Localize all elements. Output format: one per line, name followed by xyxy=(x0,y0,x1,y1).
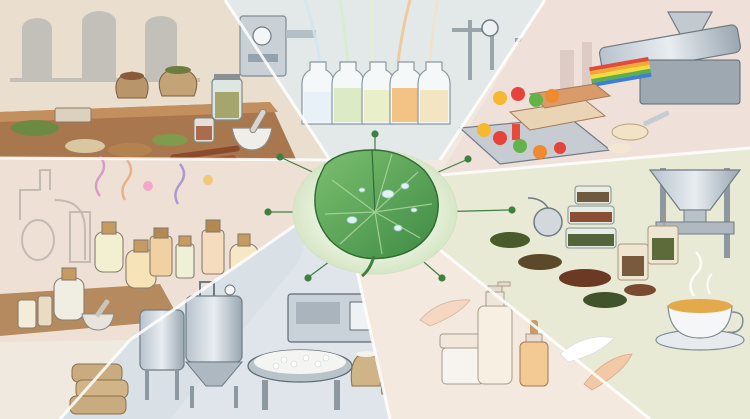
essential-oil-bottle-icon xyxy=(17,219,259,329)
powder-scoop-icon xyxy=(608,110,670,153)
extruder-icon xyxy=(589,11,742,105)
water-droplet xyxy=(346,182,418,232)
lotus-leaf-icon xyxy=(314,149,439,278)
mortar-pestle-icon xyxy=(231,108,273,151)
panel-food-confectionery xyxy=(440,0,750,175)
distiller-icon xyxy=(19,169,91,263)
liquid-stream xyxy=(303,0,440,63)
pump-bottle-icon xyxy=(477,281,513,385)
panel-herbal-tea xyxy=(440,148,750,419)
panel-fragrance-oils xyxy=(0,155,330,342)
dropper-bottle-icon xyxy=(519,320,549,387)
herb-sack-icon xyxy=(115,66,198,99)
tea-bag-icon xyxy=(617,210,679,281)
pipe-icon xyxy=(452,19,540,80)
loose-tea-pile xyxy=(490,232,656,308)
panel-industrial-processing xyxy=(60,215,412,419)
filling-machine-icon xyxy=(239,15,316,77)
flower-icon xyxy=(143,175,213,191)
cream-jar-icon xyxy=(439,333,487,385)
tea-infuser-icon xyxy=(527,197,563,237)
panel-cosmetics xyxy=(355,250,650,419)
tea-cup-icon xyxy=(655,251,745,351)
herb-pile-icon xyxy=(11,107,188,157)
mortar-pestle-icon xyxy=(81,299,115,331)
tea-jar-icon xyxy=(565,185,617,249)
gummy-bear-icon xyxy=(477,87,566,159)
tank-icon xyxy=(139,281,244,408)
center-lotus-leaf xyxy=(292,149,458,278)
jar-icon xyxy=(193,74,243,143)
bottle-icon xyxy=(301,61,451,125)
steam-swirl xyxy=(94,155,186,205)
